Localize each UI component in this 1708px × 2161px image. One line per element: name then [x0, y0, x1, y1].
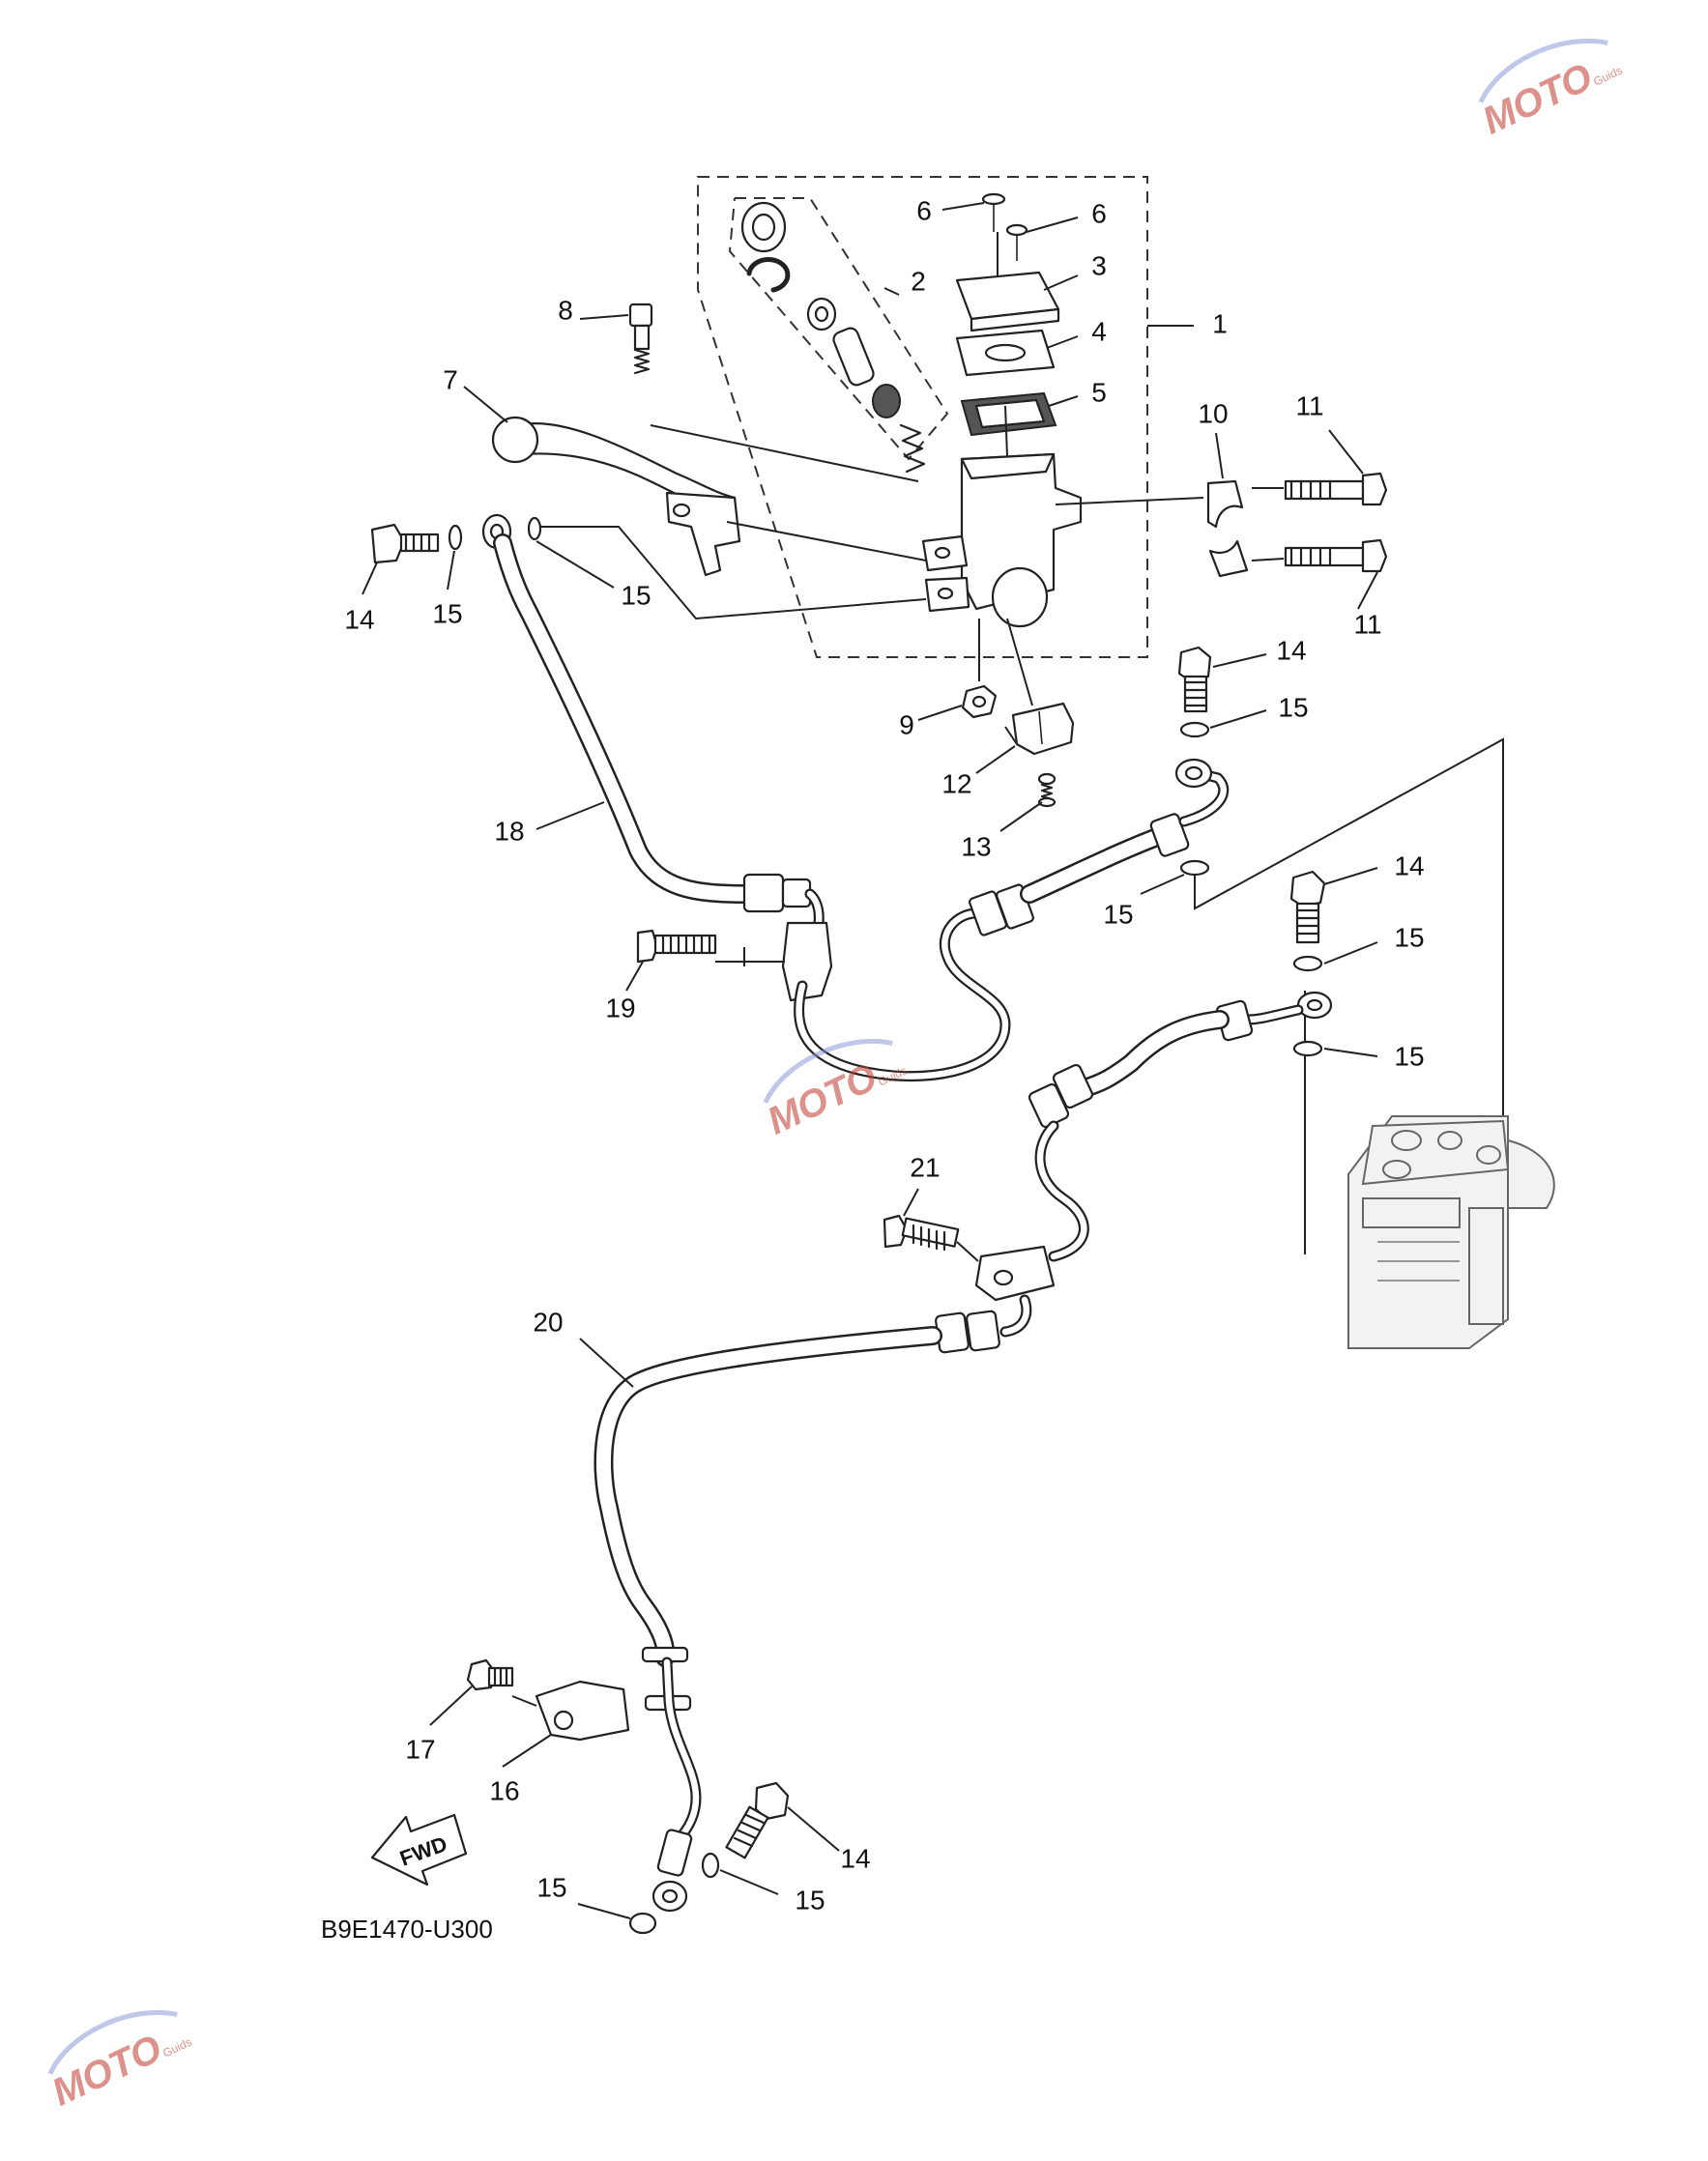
callout-20: 20 [533, 1307, 563, 1337]
abs-connection-leaders [1194, 737, 1504, 1254]
callout-4: 4 [1091, 316, 1107, 346]
callout-19: 19 [605, 993, 635, 1023]
callout-15a: 15 [432, 598, 462, 628]
diaphragm [960, 391, 1057, 457]
callout-15g: 15 [795, 1885, 825, 1915]
callout-15e: 15 [1394, 922, 1424, 952]
lever-pivot-bolt [628, 303, 653, 375]
callout-2: 2 [911, 266, 926, 296]
brake-hose-middle [1028, 999, 1304, 1129]
washer-15f [1292, 1040, 1323, 1057]
lever-pivot-nut [961, 684, 998, 719]
callout-15c: 15 [1278, 692, 1308, 722]
holder-bolt-upper [1284, 472, 1388, 506]
diagram-code: B9E1470-U300 [321, 1915, 493, 1944]
callout-15h: 15 [536, 1872, 566, 1902]
holder-bolt-lower [1284, 538, 1388, 573]
diaphragm-holder [955, 329, 1056, 377]
hose-clamp [511, 1680, 630, 1742]
callout-14c: 14 [1394, 850, 1424, 880]
banjo-bolt-14d [725, 1781, 790, 1859]
callout-16: 16 [489, 1775, 519, 1805]
abs-unit [1347, 1115, 1555, 1349]
banjo-bolt-14a [370, 523, 440, 564]
banjo-bolt-14b [1177, 646, 1212, 713]
watermark-logo-center: MOTO Guids [761, 1038, 910, 1143]
brake-hose-upper-right [969, 758, 1230, 936]
master-cylinder-assembly-outline [697, 176, 1148, 658]
assembly-leaders [535, 424, 1285, 706]
watermark-brand-1: MOTO [1476, 55, 1599, 142]
watermark-brand-2: MOTO [761, 1055, 883, 1142]
watermark-tagline-3: Guids [160, 2035, 193, 2060]
watermark-brand-3: MOTO [45, 2027, 168, 2114]
callout-7: 7 [443, 364, 458, 394]
callout-11b: 11 [1353, 609, 1381, 639]
callout-1: 1 [1212, 308, 1228, 338]
callout-leaders [362, 202, 1378, 1919]
watermark-logo-bottom-left: MOTO Guids [45, 2009, 194, 2115]
callout-6a: 6 [916, 195, 932, 225]
screw-6b [1005, 223, 1028, 261]
master-cylinder-body [921, 452, 1083, 628]
joint-bolt [883, 1214, 979, 1262]
brake-pipe-upper [794, 908, 1011, 1082]
callout-14a: 14 [344, 604, 374, 634]
callout-9: 9 [899, 709, 914, 739]
callout-18: 18 [494, 816, 524, 846]
washer-15d [1179, 859, 1210, 877]
callout-15f: 15 [1394, 1041, 1424, 1071]
callout-numbers: 1 2 3 4 5 6 6 7 8 9 10 11 11 12 13 14 14… [344, 195, 1424, 1915]
master-cylinder-kit-outline [728, 197, 949, 461]
washer-15c [1179, 721, 1210, 738]
callout-21: 21 [910, 1152, 940, 1182]
washer-15a [448, 524, 463, 551]
watermark-tagline-1: Guids [1591, 64, 1624, 89]
brake-pipe-lower [974, 1120, 1089, 1302]
master-cylinder-holder [1206, 479, 1249, 578]
banjo-fitting-middle [1296, 991, 1333, 1020]
callout-17: 17 [405, 1734, 435, 1764]
callout-14d: 14 [840, 1843, 870, 1873]
washer-15e [1292, 955, 1323, 972]
brake-lever [491, 416, 741, 577]
washer-15h [628, 1912, 657, 1935]
callout-10: 10 [1198, 398, 1228, 428]
brake-hose-18 [493, 533, 825, 948]
callout-14b: 14 [1276, 635, 1306, 665]
washer-15g [701, 1852, 720, 1879]
hose-bracket-bolt [636, 929, 717, 964]
callout-3: 3 [1091, 250, 1107, 280]
watermark-tagline-2: Guids [876, 1064, 909, 1089]
watermark-logo-top-right: MOTO Guids [1476, 38, 1625, 143]
banjo-bolt-14c [1289, 870, 1326, 944]
callout-8: 8 [558, 295, 573, 325]
callout-13: 13 [961, 831, 991, 861]
hose-joint-bracket [715, 921, 833, 1002]
callout-11a: 11 [1295, 390, 1323, 420]
callout-5: 5 [1091, 377, 1107, 407]
callout-12: 12 [941, 768, 971, 798]
callout-15b: 15 [621, 580, 651, 610]
reservoir-cap [955, 271, 1060, 332]
washer-15b [527, 516, 542, 541]
forward-direction-arrow: FWD [370, 1813, 468, 1887]
switch-screw [1037, 772, 1057, 808]
brake-light-switch [1004, 702, 1075, 756]
clamp-bolt [466, 1658, 514, 1691]
brake-hose-20 [593, 1294, 1032, 1913]
callout-15d: 15 [1103, 899, 1133, 929]
master-cylinder-kit-parts [740, 201, 926, 474]
callout-6b: 6 [1091, 198, 1107, 228]
